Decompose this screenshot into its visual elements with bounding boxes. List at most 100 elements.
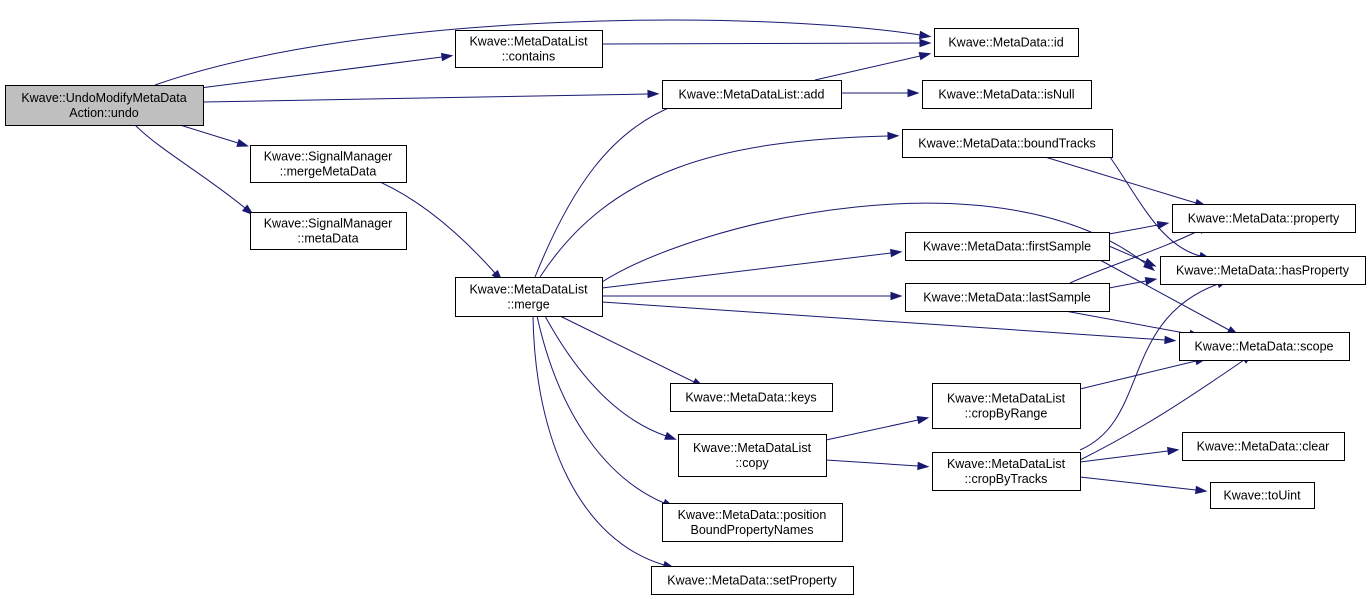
edge-line (379, 181, 496, 274)
edge-line (814, 55, 921, 81)
node-box (662, 503, 843, 542)
arrowhead-icon (916, 415, 930, 425)
arrowhead-icon (919, 38, 932, 48)
node-label: Kwave::MetaData::scope (1195, 340, 1334, 354)
node-hasProperty[interactable]: Kwave::MetaData::hasProperty (1160, 256, 1366, 285)
node-label: Kwave::toUint (1223, 489, 1301, 503)
edge-merge-to-copy (544, 315, 677, 440)
node-box (932, 383, 1081, 429)
node-box (250, 212, 407, 250)
node-metaData[interactable]: Kwave::SignalManager::metaData (250, 212, 407, 250)
node-label: Kwave::UndoModifyMetaData (21, 91, 186, 105)
arrowhead-icon (647, 89, 660, 99)
edge-copy-to-cropByTracks (825, 459, 930, 471)
node-label: Kwave::MetaDataList (947, 392, 1066, 406)
arrowhead-icon (1166, 446, 1180, 456)
node-label: ::contains (502, 50, 556, 64)
node-label: Kwave::SignalManager (264, 150, 393, 164)
node-label: ::cropByRange (965, 407, 1048, 421)
edge-line (1079, 283, 1219, 451)
node-label: Kwave::SignalManager (264, 217, 393, 231)
edge-cropByTracks-to-clear (1079, 446, 1180, 463)
edge-add-to-isNull (841, 88, 920, 98)
arrowhead-icon (887, 131, 900, 141)
node-isNull[interactable]: Kwave::MetaData::isNull (922, 80, 1092, 109)
node-box (902, 129, 1113, 158)
edge-merge-to-positionBound (536, 315, 675, 508)
node-label: Kwave::MetaDataList (469, 283, 588, 297)
arrowhead-icon (1156, 220, 1170, 230)
node-label: Kwave::MetaData::clear (1197, 440, 1330, 454)
node-box (1172, 204, 1356, 233)
node-id[interactable]: Kwave::MetaData::id (934, 28, 1079, 57)
edge-line (1079, 450, 1169, 463)
edge-line (1109, 156, 1201, 257)
node-cropByTracks[interactable]: Kwave::MetaDataList::cropByTracks (932, 452, 1081, 491)
arrowhead-icon (440, 52, 454, 62)
edge-line (154, 19, 921, 86)
node-label: Kwave::MetaDataList (947, 457, 1066, 471)
node-firstSample[interactable]: Kwave::MetaData::firstSample (905, 232, 1110, 261)
node-box (905, 232, 1110, 261)
node-contains[interactable]: Kwave::MetaDataList::contains (455, 30, 603, 68)
node-box (1179, 332, 1350, 361)
node-box (1210, 482, 1315, 509)
edge-line (601, 301, 1166, 341)
node-add[interactable]: Kwave::MetaDataList::add (662, 80, 842, 109)
node-keys[interactable]: Kwave::MetaData::keys (670, 383, 833, 412)
node-label: Kwave::MetaData::setProperty (667, 574, 837, 588)
edge-line (179, 124, 239, 144)
node-label: Kwave::MetaDataList (693, 441, 812, 455)
node-merge[interactable]: Kwave::MetaDataList::merge (455, 277, 603, 317)
edge-boundTracks-to-property (1044, 156, 1208, 207)
node-mergeMetaData[interactable]: Kwave::SignalManager::mergeMetaData (250, 145, 407, 183)
node-label: Kwave::MetaData::keys (685, 391, 816, 405)
node-clear[interactable]: Kwave::MetaData::clear (1182, 432, 1345, 461)
nodes-layer: Kwave::UndoModifyMetaDataAction::undoKwa… (5, 28, 1366, 595)
edge-root-to-id (154, 19, 932, 86)
node-label: Kwave::MetaData::firstSample (923, 240, 1091, 254)
node-label: Kwave::MetaData::position (678, 508, 827, 522)
edge-line (544, 315, 667, 437)
edge-line (1044, 156, 1197, 204)
edge-line (825, 419, 919, 441)
node-toUint[interactable]: Kwave::toUint (1210, 482, 1315, 509)
node-lastSample[interactable]: Kwave::MetaData::lastSample (905, 283, 1110, 312)
node-setProperty[interactable]: Kwave::MetaData::setProperty (651, 566, 854, 595)
node-label: Kwave::MetaData::id (948, 36, 1063, 50)
node-boundTracks[interactable]: Kwave::MetaData::boundTracks (902, 129, 1113, 158)
arrowhead-icon (664, 431, 677, 440)
node-box (932, 452, 1081, 491)
edge-merge-to-lastSample (602, 291, 903, 301)
edge-root-to-metaData (134, 124, 254, 216)
node-label: ::cropByTracks (965, 472, 1048, 486)
edge-root-to-contains (199, 52, 454, 89)
arrowhead-icon (1143, 257, 1157, 267)
node-label: BoundPropertyNames (691, 523, 814, 537)
node-copy[interactable]: Kwave::MetaDataList::copy (678, 434, 827, 477)
edge-cropByRange-to-scope (1079, 357, 1208, 390)
edge-line (1108, 280, 1147, 289)
edge-merge-to-keys (559, 315, 705, 388)
node-box (905, 283, 1110, 312)
edge-line (559, 315, 695, 383)
edge-line (536, 315, 665, 504)
node-label: Kwave::MetaData::hasProperty (1176, 264, 1350, 278)
edge-line (532, 315, 665, 566)
node-scope[interactable]: Kwave::MetaData::scope (1179, 332, 1350, 361)
edge-merge-to-firstSample (601, 248, 903, 289)
node-property[interactable]: Kwave::MetaData::property (1172, 204, 1356, 233)
node-positionBound[interactable]: Kwave::MetaData::positionBoundPropertyNa… (662, 503, 843, 542)
arrowhead-icon (890, 291, 903, 301)
node-label: Kwave::MetaData::boundTracks (918, 137, 1095, 151)
edge-merge-to-setProperty (532, 315, 676, 569)
edge-line (825, 459, 919, 467)
node-label: ::mergeMetaData (280, 165, 377, 179)
arrowhead-icon (1195, 485, 1208, 495)
node-box (455, 30, 603, 68)
node-cropByRange[interactable]: Kwave::MetaDataList::cropByRange (932, 383, 1081, 429)
edge-merge-to-boundTracks (539, 131, 900, 278)
arrowhead-icon (889, 248, 903, 258)
